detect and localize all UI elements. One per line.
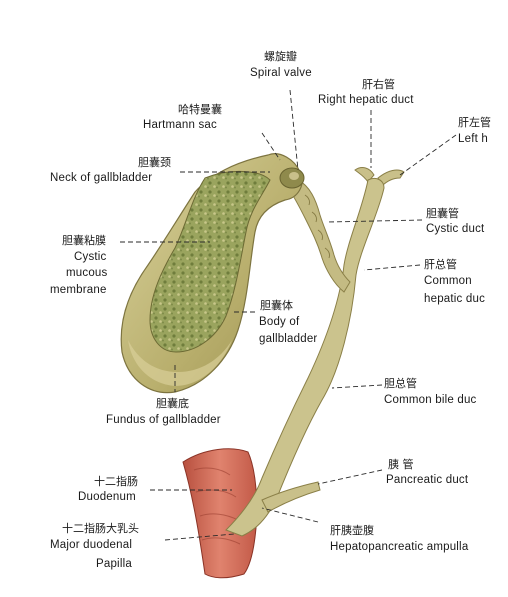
left-hepatic-duct-label: Left h: [458, 133, 488, 145]
hartmann-sac-label: Hartmann sac: [143, 119, 217, 131]
spiral-valve-cn: 螺旋瓣: [264, 50, 297, 63]
duodenum-label: Duodenum: [78, 491, 136, 503]
bile-ducts: [225, 167, 405, 537]
cystic-mucous-line2: mucous: [66, 267, 108, 279]
neck-gallbladder-label: Neck of gallbladder: [50, 172, 153, 184]
major-papilla-cn: 十二指肠大乳头: [62, 522, 139, 535]
body-gallbladder-line2: gallbladder: [259, 333, 318, 345]
body-gallbladder-cn: 胆囊体: [260, 299, 293, 312]
right-hepatic-duct-label: Right hepatic duct: [318, 94, 414, 106]
body-gallbladder-line1: Body of: [259, 316, 300, 328]
common-bile-duct-label: Common bile duc: [384, 394, 477, 406]
common-hepatic-cn: 肝总管: [424, 258, 457, 271]
common-hepatic-line2: hepatic duc: [424, 293, 486, 305]
spiral-valve-label: Spiral valve: [250, 67, 312, 79]
major-papilla-line1: Major duodenal: [50, 539, 133, 551]
hartmann-sac-cn: 哈特曼囊: [178, 103, 222, 116]
neck-gallbladder-cn: 胆囊颈: [138, 156, 171, 169]
duodenum-shape: [182, 448, 258, 579]
fundus-cn: 胆囊底: [156, 397, 189, 410]
cystic-mucous-line3: membrane: [50, 284, 107, 296]
cystic-duct-label: Cystic duct: [426, 223, 485, 235]
cystic-duct-cn: 胆囊管: [426, 207, 459, 220]
common-bile-duct-cn: 胆总管: [384, 377, 417, 390]
major-papilla-line2: Papilla: [96, 558, 132, 570]
leader-lines: [120, 89, 457, 541]
pancreatic-duct-label: Pancreatic duct: [386, 474, 469, 486]
common-hepatic-line1: Common: [424, 275, 472, 287]
fundus-label: Fundus of gallbladder: [106, 414, 221, 426]
duodenum-cn: 十二指肠: [94, 475, 138, 488]
pancreatic-duct-cn: 胰 管: [388, 458, 414, 471]
ampulla-label: Hepatopancreatic ampulla: [330, 541, 469, 553]
right-hepatic-duct-cn: 肝右管: [362, 78, 395, 91]
cystic-mucous-cn: 胆囊粘膜: [62, 234, 106, 247]
gallbladder-shape: [120, 153, 305, 394]
left-hepatic-duct-cn: 肝左管: [458, 116, 491, 129]
ampulla-cn: 肝胰壶腹: [330, 524, 374, 537]
cystic-mucous-line1: Cystic: [74, 251, 107, 263]
